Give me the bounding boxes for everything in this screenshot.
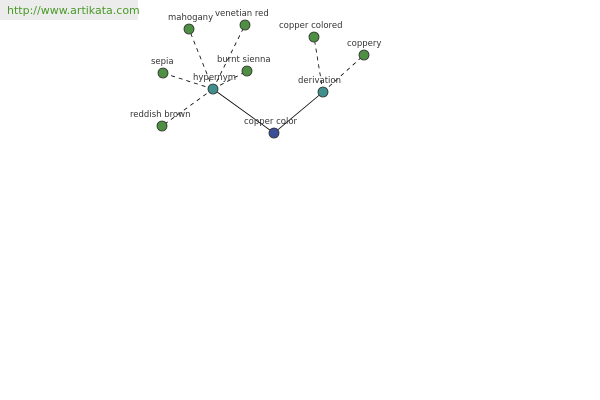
label-derivation: derivation: [298, 76, 341, 86]
relation-node-hypernym[interactable]: [207, 83, 219, 95]
edge-coppery: [322, 54, 365, 93]
edge-sepia: [162, 72, 214, 90]
label-sepia: sepia: [151, 57, 174, 67]
edge-mahogany: [188, 28, 214, 90]
edge-reddish-brown: [161, 88, 214, 127]
node-copper-colored[interactable]: [308, 31, 320, 43]
label-mahogany: mahogany: [168, 13, 213, 23]
label-burnt-sienna: burnt sienna: [217, 55, 271, 65]
label-hypernym: hypernym: [193, 73, 236, 83]
relation-node-derivation[interactable]: [317, 86, 329, 98]
root-node[interactable]: [268, 127, 280, 139]
node-venetian-red[interactable]: [239, 19, 251, 31]
label-coppery: coppery: [347, 39, 381, 49]
label-reddish-brown: reddish brown: [130, 110, 190, 120]
source-url-bar: http://www.artikata.com: [0, 0, 140, 20]
node-mahogany[interactable]: [183, 23, 195, 35]
edge-root-derivation: [273, 91, 324, 134]
node-burnt-sienna[interactable]: [241, 65, 253, 77]
source-url-link[interactable]: http://www.artikata.com: [7, 4, 140, 17]
edge-burnt-sienna: [212, 70, 248, 90]
label-venetian-red: venetian red: [215, 9, 269, 19]
node-coppery[interactable]: [358, 49, 370, 61]
edge-root-hypernym: [212, 88, 275, 134]
edge-copper-colored: [313, 36, 324, 93]
node-reddish-brown[interactable]: [156, 120, 168, 132]
node-sepia[interactable]: [157, 67, 169, 79]
label-copper-colored: copper colored: [279, 21, 342, 31]
label-root: copper color: [244, 117, 298, 127]
edge-venetian-red: [212, 24, 246, 90]
